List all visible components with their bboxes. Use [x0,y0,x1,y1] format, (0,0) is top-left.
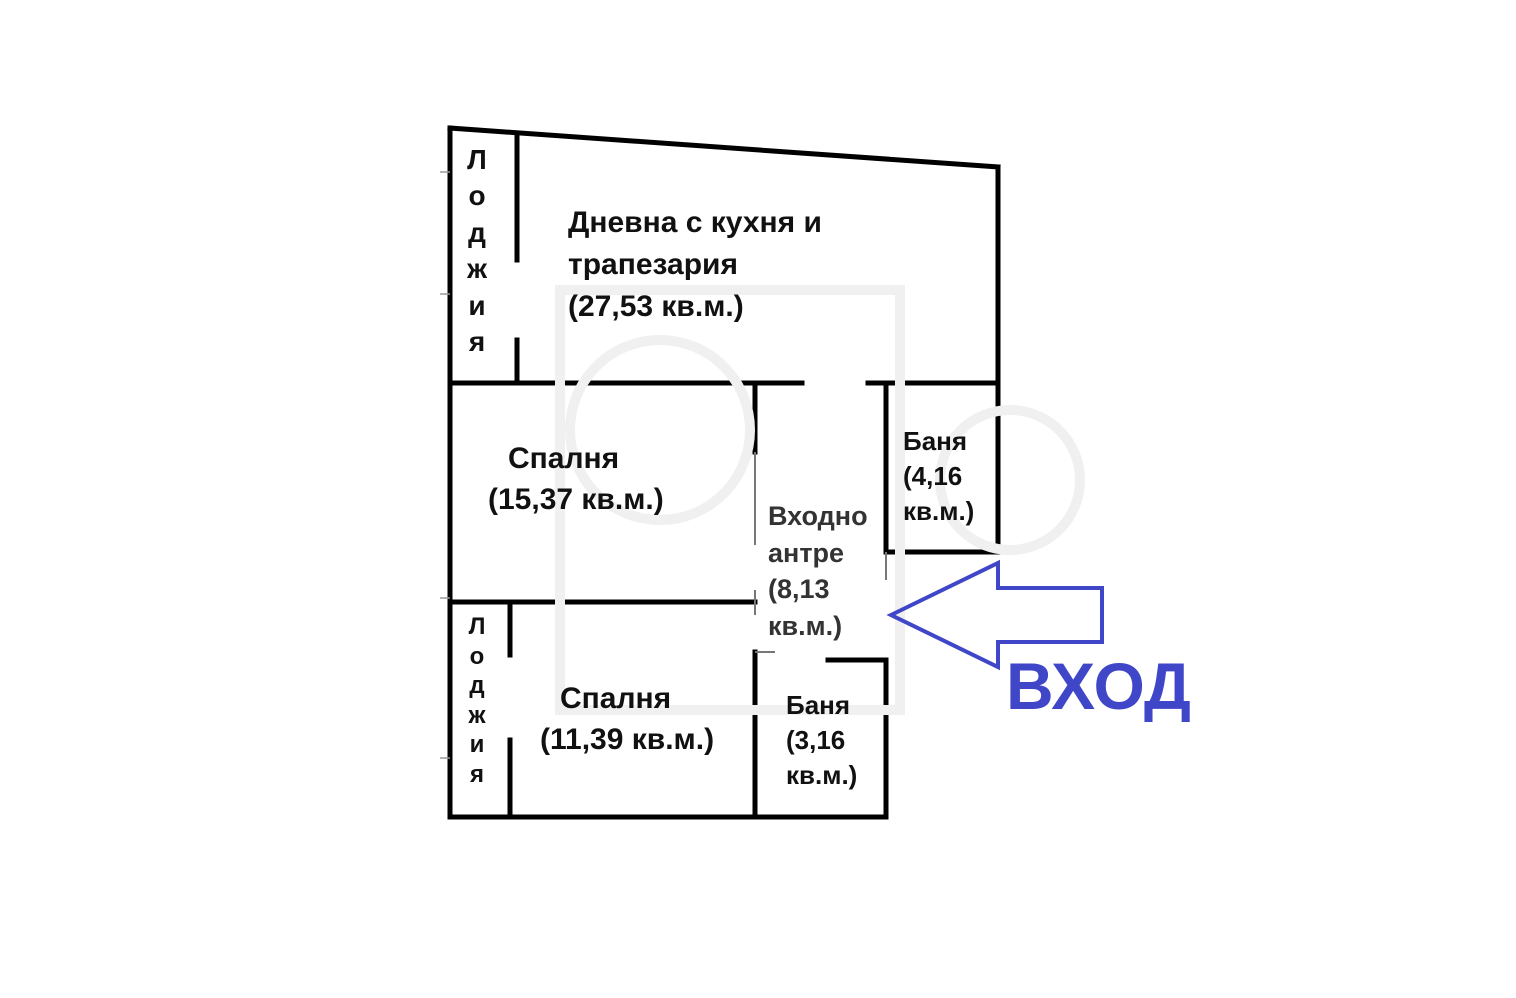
loggia-2-letter: о [469,642,485,670]
entrance-label: ВХОД [1006,649,1191,723]
bedroom-1-label: Спалня (15,37 кв.м.) [488,438,664,521]
loggia-2-letter: Л [468,613,486,640]
loggia-1-letter: о [468,180,486,212]
bathroom-2-name: Баня [786,690,851,720]
loggia-2-letter: д [469,672,485,700]
loggia-1-label: Л о д ж и я [460,142,494,360]
watermark-circle [935,405,1085,555]
entrance-hall-area-2: кв.м.) [768,611,843,642]
bathroom-2-area-2: кв.м.) [786,759,858,790]
bathroom-1-area-2: кв.м.) [903,495,975,526]
loggia-1-letter: ж [467,253,487,285]
bathroom-1-label: Баня (4,16 кв.м.) [903,424,974,528]
living-room-name-2: трапезария [568,248,738,281]
entrance-hall-area-1: (8,13 [768,574,830,605]
loggia-2-letter: и [469,731,485,759]
bedroom-1-name: Спалня [508,442,620,475]
loggia-1-letter: я [468,325,486,357]
loggia-1-letter: д [468,216,486,248]
bedroom-2-area: (11,39 кв.м.) [540,723,715,757]
window-ticks [440,171,450,759]
entrance-hall-name-2: антре [768,537,845,568]
loggia-1-letter: Л [467,144,487,175]
loggia-2-letter: я [469,760,484,788]
bathroom-1-area-1: (4,16 [903,460,963,491]
bathroom-1-name: Баня [903,426,968,456]
bathroom-2-label: Баня (3,16 кв.м.) [786,688,857,792]
thin-walls [754,452,887,653]
bedroom-1-area: (15,37 кв.м.) [488,483,664,517]
watermark-rect [555,285,905,715]
watermark [555,285,1085,715]
entrance-arrow-icon [886,559,1104,671]
bedroom-2-name: Спалня [560,682,672,715]
outer-wall-top [447,125,1001,170]
loggia-1-letter: и [468,289,486,321]
watermark-circle [565,335,755,525]
loggia-2-letter: ж [468,701,486,729]
entrance-hall-name-1: Входно [768,501,868,531]
loggia-2-label: Л о д ж и я [462,612,492,789]
entrance-hall-label: Входно антре (8,13 кв.м.) [768,498,868,645]
bedroom-2-label: Спалня (11,39 кв.м.) [540,678,714,761]
living-room-name-1: Дневна с кухня и [568,206,822,239]
bathroom-2-area-1: (3,16 [786,724,846,755]
living-room-area: (27,53 кв.м.) [568,290,744,323]
living-room-label: Дневна с кухня и трапезария (27,53 кв.м.… [568,202,822,328]
